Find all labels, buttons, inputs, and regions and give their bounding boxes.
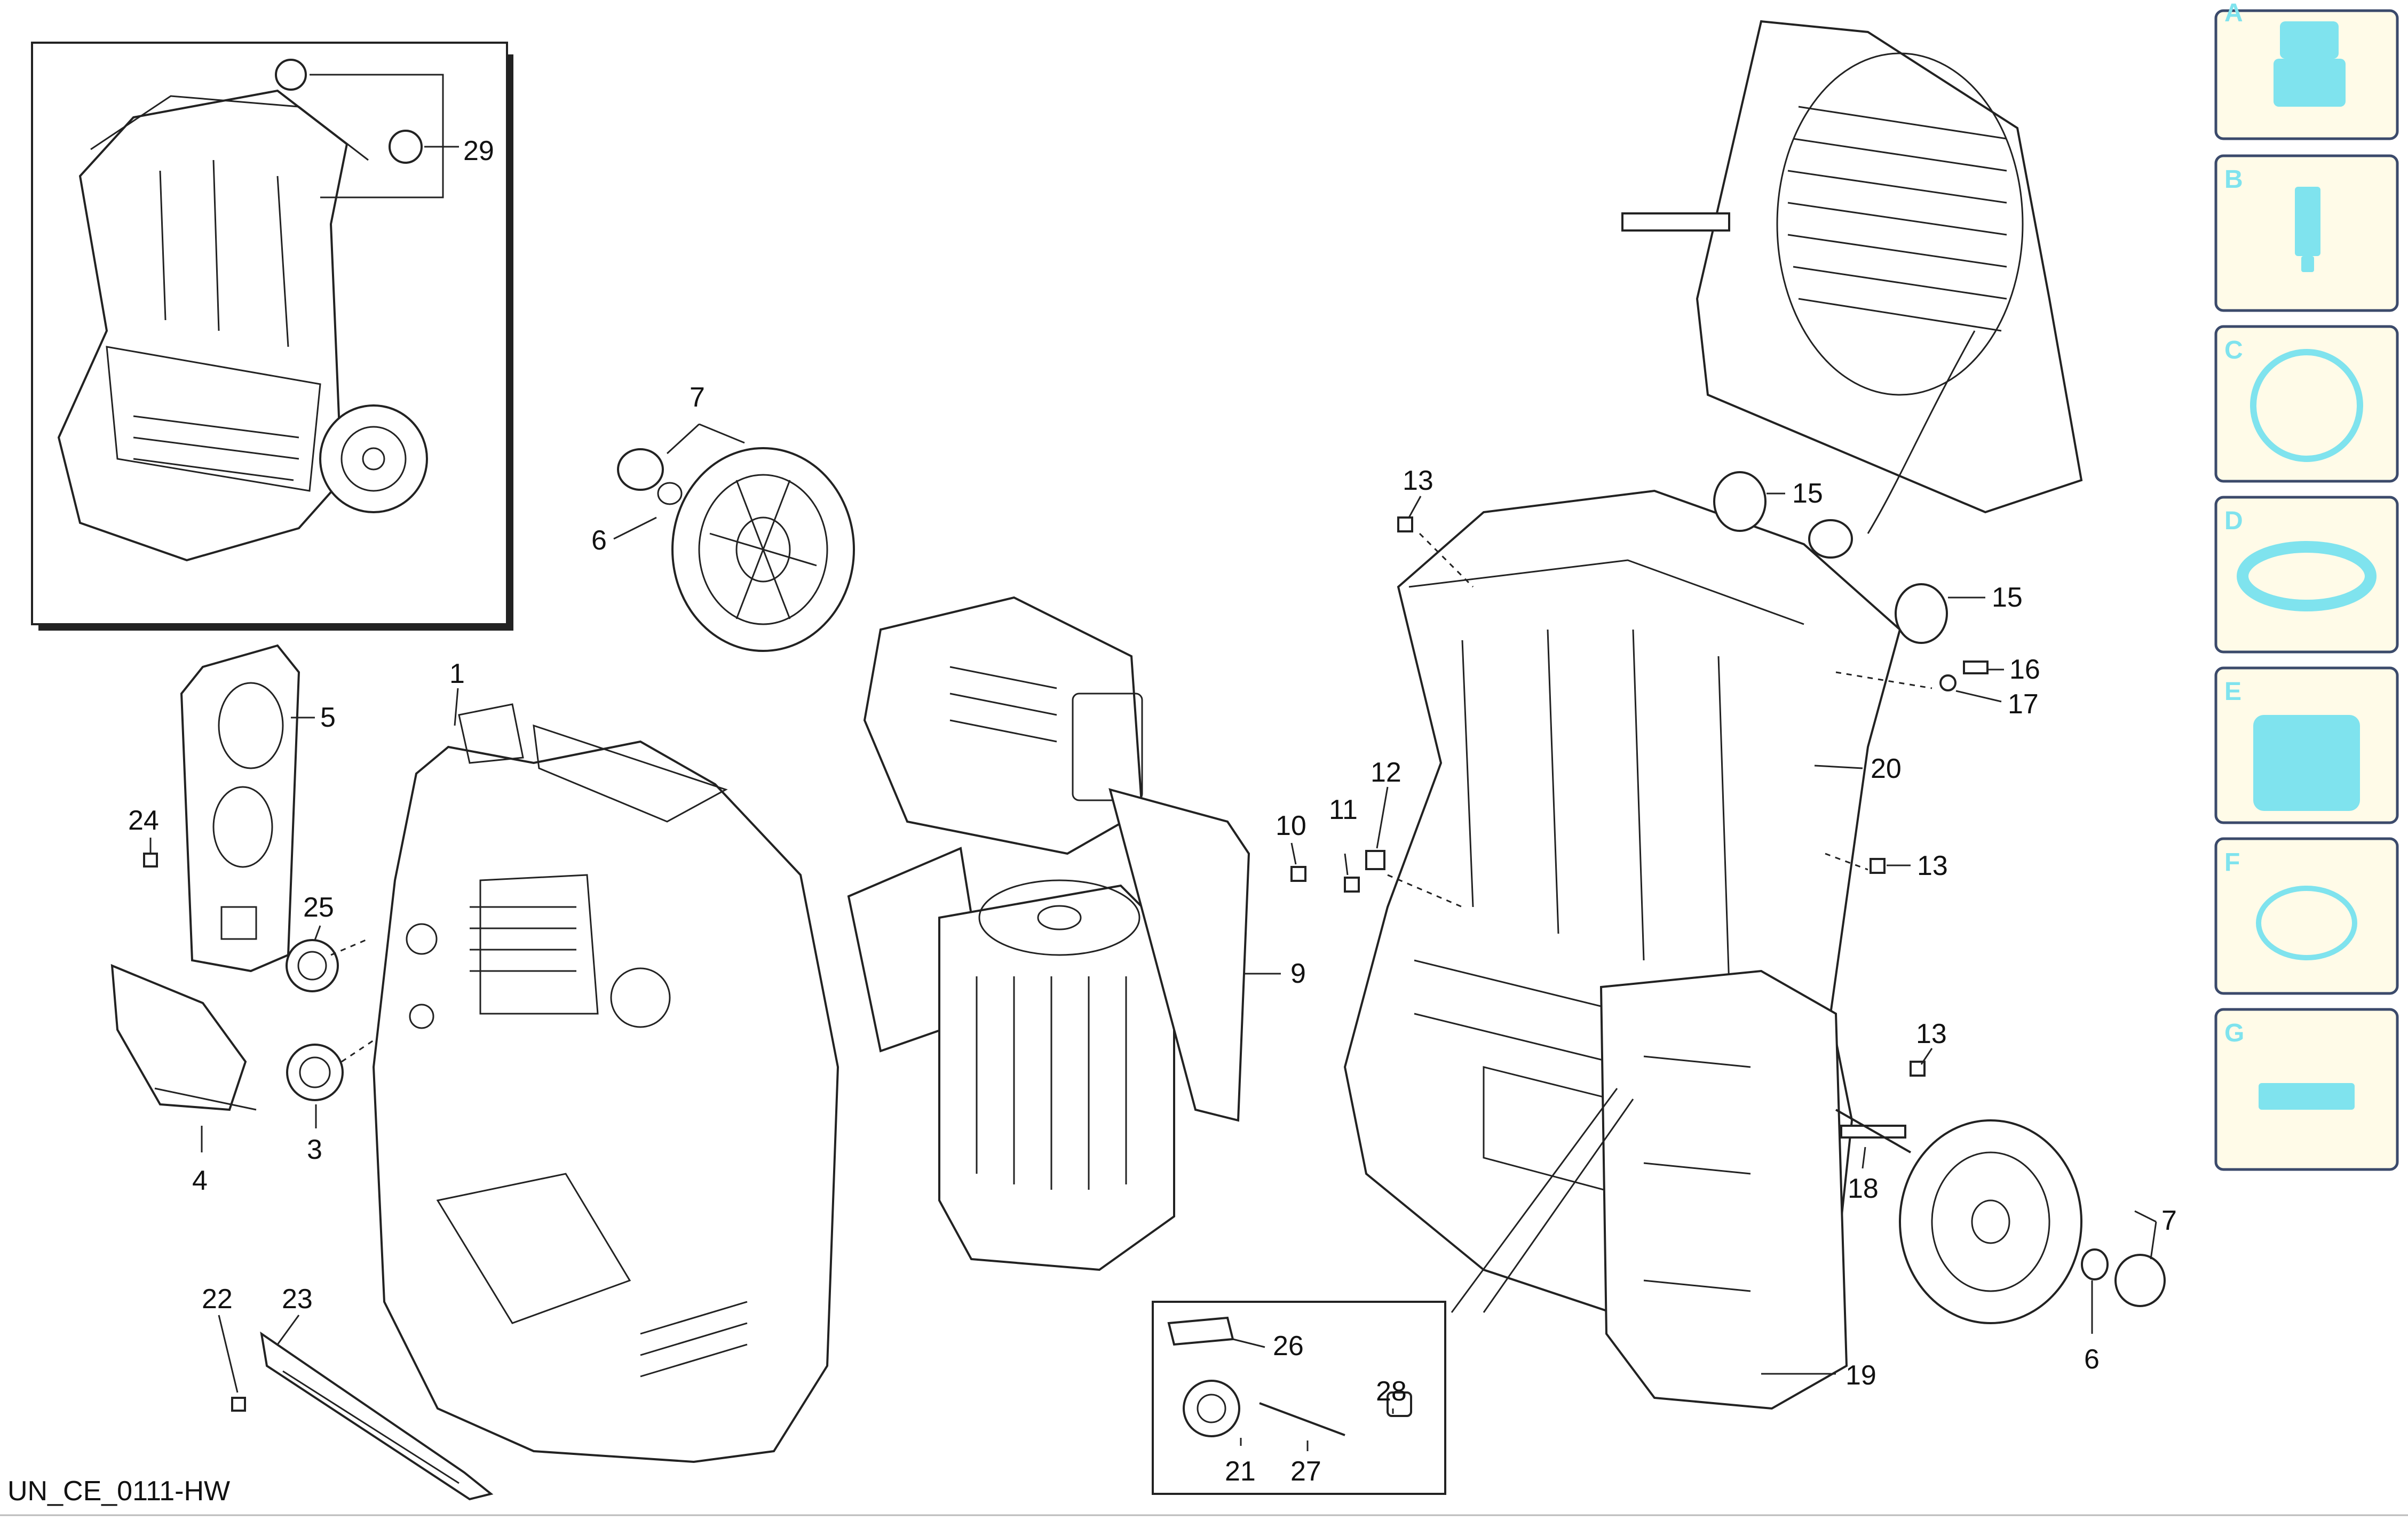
callout-15-top: 15 <box>1792 478 1823 509</box>
callout-3: 3 <box>307 1134 322 1165</box>
side-tab-a[interactable]: A <box>2214 0 2399 140</box>
callout-25: 25 <box>303 892 334 923</box>
filter-icon <box>2253 715 2360 811</box>
hose-reel <box>1621 20 2083 534</box>
callout-15-lower: 15 <box>1992 582 2023 613</box>
callout-29: 29 <box>463 136 494 166</box>
callout-5: 5 <box>320 702 336 733</box>
svg-text:F: F <box>2224 848 2240 877</box>
callout-20: 20 <box>1871 753 1902 784</box>
side-tab-g[interactable]: G <box>2214 1008 2399 1171</box>
callout-28: 28 <box>1376 1376 1407 1407</box>
callout-7-top: 7 <box>690 382 705 413</box>
callout-13-top: 13 <box>1403 465 1433 496</box>
pump-motor <box>847 596 1250 1271</box>
ring-icon <box>2250 349 2363 462</box>
side-tab-f[interactable]: F <box>2214 837 2399 995</box>
side-tabs: A B C D <box>2214 0 2399 1171</box>
callout-17: 17 <box>2008 689 2039 720</box>
svg-text:D: D <box>2224 507 2243 535</box>
callout-4: 4 <box>192 1165 208 1196</box>
main-frame <box>1343 489 1906 1410</box>
callout-6-lower: 6 <box>2084 1344 2100 1375</box>
o-ring-icon <box>2256 886 2357 960</box>
callout-18: 18 <box>1848 1173 1879 1204</box>
callout-21: 21 <box>1225 1456 1256 1487</box>
callout-26: 26 <box>1273 1331 1304 1362</box>
callout-12: 12 <box>1371 757 1401 788</box>
side-tab-d[interactable]: D <box>2214 496 2399 654</box>
callout-1: 1 <box>449 658 465 689</box>
callout-11: 11 <box>1329 794 1358 825</box>
callout-24: 24 <box>128 805 159 836</box>
nozzle-icon <box>2274 21 2346 107</box>
callout-27: 27 <box>1290 1456 1321 1487</box>
callout-19: 19 <box>1845 1360 1876 1391</box>
callout-16: 16 <box>2009 654 2040 685</box>
side-tab-b[interactable]: B <box>2214 154 2399 312</box>
right-small-parts <box>1290 471 2166 1324</box>
callout-13-mid: 13 <box>1917 850 1948 881</box>
callout-23: 23 <box>282 1284 313 1315</box>
lance-icon <box>2295 187 2320 272</box>
callout-9: 9 <box>1290 958 1306 989</box>
svg-text:A: A <box>2224 0 2243 27</box>
wheel-top <box>617 447 855 652</box>
left-small-parts <box>110 644 494 1501</box>
callout-7-lower: 7 <box>2161 1205 2177 1236</box>
seal-icon <box>2237 541 2377 611</box>
side-tab-c[interactable]: C <box>2214 325 2399 483</box>
callout-10: 10 <box>1276 810 1306 841</box>
callout-6-top: 6 <box>591 525 607 556</box>
front-cover <box>372 703 839 1463</box>
callout-13-lower: 13 <box>1916 1018 1947 1049</box>
svg-text:E: E <box>2224 678 2241 706</box>
side-tab-e[interactable]: E <box>2214 666 2399 824</box>
inset-view <box>31 42 513 631</box>
svg-text:C: C <box>2224 336 2243 364</box>
callouts: 29 7 6 1 5 24 25 3 4 22 23 10 11 <box>128 136 2177 1487</box>
svg-text:G: G <box>2224 1019 2244 1047</box>
block-icon <box>2259 1083 2355 1110</box>
svg-text:B: B <box>2224 165 2243 194</box>
diagram-caption: UN_CE_0111-HW <box>7 1476 230 1507</box>
callout-22: 22 <box>202 1284 233 1315</box>
